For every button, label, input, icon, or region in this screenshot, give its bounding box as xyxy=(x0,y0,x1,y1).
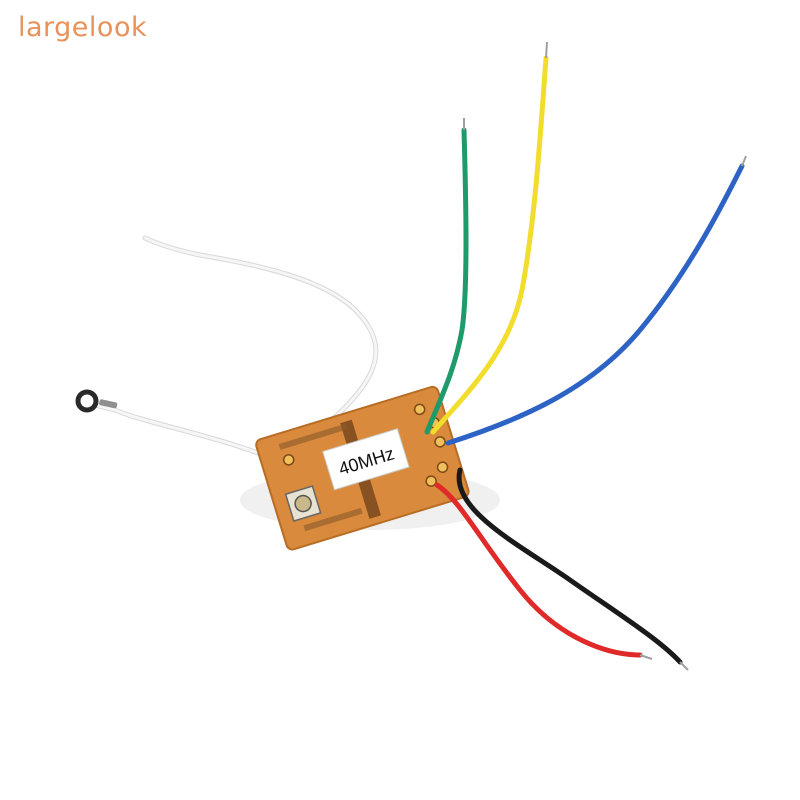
ring-terminal xyxy=(75,389,118,413)
brand-watermark: largelook xyxy=(18,12,148,43)
green-wire xyxy=(424,118,469,435)
red-wire xyxy=(434,482,653,660)
blue-wire xyxy=(445,155,747,446)
black-wire xyxy=(456,467,689,671)
yellow-wire xyxy=(430,41,549,435)
pcb-board: 40MHz xyxy=(255,385,470,551)
